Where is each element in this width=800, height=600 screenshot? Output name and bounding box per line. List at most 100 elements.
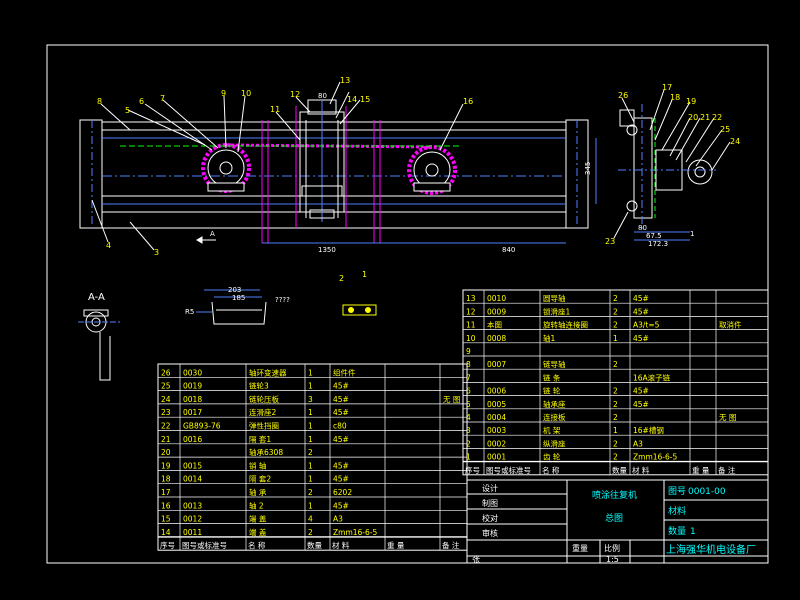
dim-1350: 1350 <box>318 246 336 254</box>
cell-no: 21 <box>161 435 171 444</box>
cell-mat: 45# <box>333 435 349 444</box>
cell-mat: Zmm16-6-5 <box>633 453 677 462</box>
cell-qty: 1 <box>308 461 313 470</box>
cell-no: 19 <box>161 461 171 470</box>
drawing-no-label: 图号 <box>668 486 686 497</box>
cell-remark: 取消件 <box>719 320 742 330</box>
sheet-label: 张 <box>472 555 480 564</box>
callout-23: 23 <box>605 237 615 246</box>
cell-no: 5 <box>466 400 471 409</box>
cell-code: 0017 <box>183 408 202 417</box>
cell-qty: 2 <box>613 400 618 409</box>
cell-qty: 1 <box>308 368 313 377</box>
cell-code: 0012 <box>183 515 202 524</box>
scale-value: 1:5 <box>606 555 619 564</box>
cell-code: 0005 <box>487 400 506 409</box>
cell-no: 18 <box>161 475 171 484</box>
cell-mat: 45# <box>333 501 349 510</box>
cell-mat: 16A滚子链 <box>633 372 671 382</box>
callout-8a: 8 <box>97 97 102 106</box>
cell-mat: c80 <box>333 422 347 431</box>
cell-mat: 45# <box>333 408 349 417</box>
cell-no: 16 <box>161 501 171 510</box>
cell-no: 25 <box>161 382 171 391</box>
role-design: 设计 <box>482 483 498 493</box>
weight-label: 重量 <box>572 543 588 553</box>
cell-qty: 2 <box>613 321 618 330</box>
cell-qty: 2 <box>613 413 618 422</box>
drawing-no: 0001-00 <box>688 487 726 497</box>
cell-name: 链 条 <box>543 372 561 382</box>
cell-name: 连滑座2 <box>249 407 276 417</box>
carriage <box>299 99 345 222</box>
header-mat: 材 料 <box>332 540 350 550</box>
cell-name: 隔 套1 <box>249 434 271 444</box>
role-draw: 制图 <box>482 498 498 508</box>
callout-13: 13 <box>340 76 350 85</box>
cell-code: 0007 <box>487 360 506 369</box>
callout-21: 21 <box>700 113 710 122</box>
cell-code: 0004 <box>487 413 506 422</box>
callout-11: 11 <box>270 105 280 114</box>
cell-no: 22 <box>161 422 171 431</box>
cell-no: 17 <box>161 488 171 497</box>
cell-mat: 45# <box>633 294 649 303</box>
header-no: 序号 <box>465 465 480 475</box>
cell-mat: A3 <box>333 515 343 524</box>
cell-qty: 2 <box>613 294 618 303</box>
callout-leaders <box>91 81 464 251</box>
cell-qty: 2 <box>613 307 618 316</box>
cell-mat: 组件件 <box>333 367 356 377</box>
role-check: 校对 <box>482 513 498 523</box>
cell-code: 0009 <box>487 307 506 316</box>
cell-name: 链 轮 <box>543 386 561 396</box>
side-dim-d: 172.3 <box>648 240 668 248</box>
cell-name: 轴承座 <box>543 399 566 409</box>
cell-mat: 45# <box>633 307 649 316</box>
cell-qty: 1 <box>308 408 313 417</box>
cell-qty: 1 <box>308 422 313 431</box>
cell-no: 9 <box>466 347 471 356</box>
cell-qty: 1 <box>308 435 313 444</box>
callout-detail-1: 1 <box>362 270 367 279</box>
cell-no: 23 <box>161 408 171 417</box>
cell-qty: 1 <box>613 426 618 435</box>
cell-no: 12 <box>466 307 476 316</box>
cell-code: 0003 <box>487 426 506 435</box>
cell-code: 0015 <box>183 461 202 470</box>
cell-name: 链导轴 <box>543 359 566 369</box>
dim-840: 840 <box>502 246 515 254</box>
cell-name: 链轮压板 <box>249 394 279 404</box>
cell-no: 24 <box>161 395 171 404</box>
callout-16: 16 <box>463 97 473 106</box>
cell-name: 弹性挡圈 <box>249 421 279 431</box>
cell-name: 轴承6308 <box>249 447 283 457</box>
cell-code: 0019 <box>183 382 202 391</box>
cell-code: 0013 <box>183 501 202 510</box>
header-code: 图号或标准号 <box>486 465 531 475</box>
cell-no: 6 <box>466 387 471 396</box>
callout-6: 6 <box>139 97 144 106</box>
callout-10: 10 <box>241 89 251 98</box>
company-name: 上海强华机电设备厂 <box>666 543 756 556</box>
dim-80: 80 <box>318 92 327 100</box>
header-no: 序号 <box>160 540 175 550</box>
cell-code: 0011 <box>183 528 202 537</box>
callout-9: 9 <box>221 89 226 98</box>
callout-4: 4 <box>106 241 111 250</box>
cell-name: 端 盖 <box>249 527 267 537</box>
dimension-lines <box>204 138 690 298</box>
callout-18: 18 <box>670 93 680 102</box>
magenta-rails <box>261 106 381 243</box>
cell-name: 机 架 <box>543 425 561 435</box>
right-sprocket <box>407 145 457 195</box>
detail-note: ???? <box>275 296 290 304</box>
header-mat: 材 料 <box>632 465 650 475</box>
cell-code: 0001 <box>487 453 506 462</box>
cell-mat: 16#槽钢 <box>633 425 664 435</box>
cell-no: 26 <box>161 368 171 377</box>
callout-12: 12 <box>290 90 300 99</box>
header-weight: 重 量 <box>387 541 405 550</box>
cell-mat: A3 <box>633 439 643 448</box>
